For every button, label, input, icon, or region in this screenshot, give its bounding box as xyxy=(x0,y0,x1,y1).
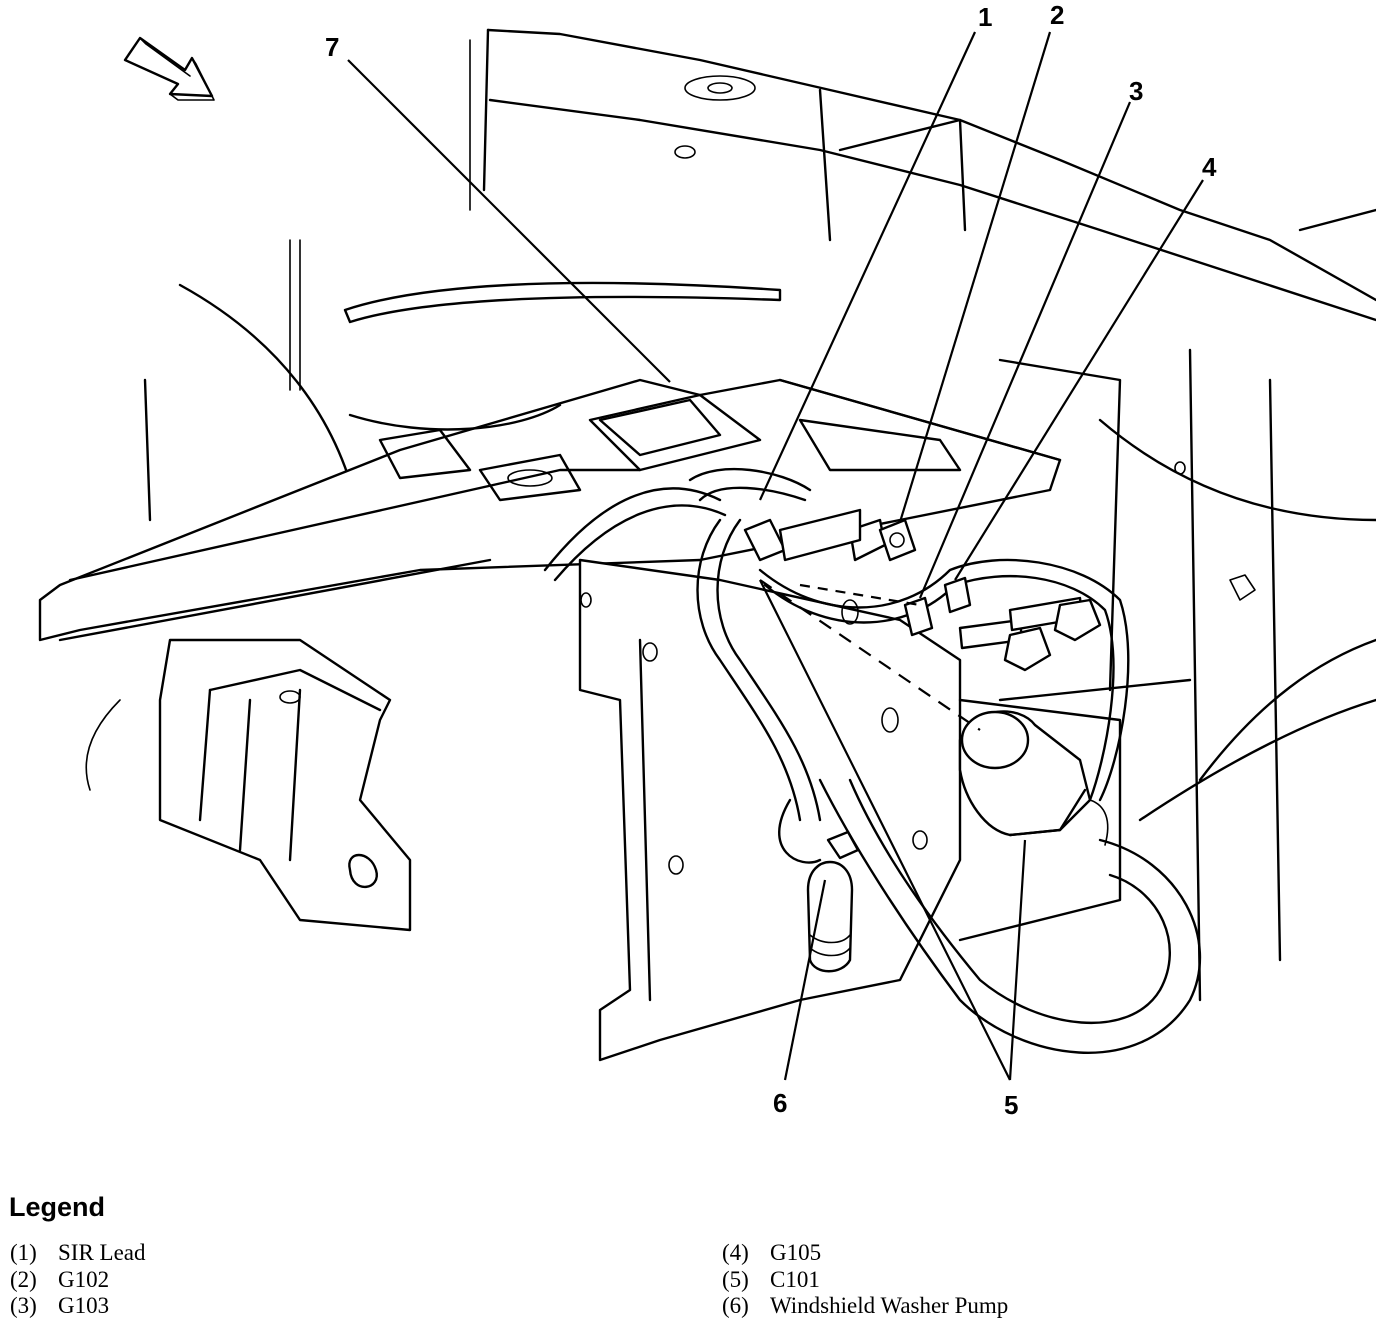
callout-1: 1 xyxy=(978,2,992,32)
callout-2: 2 xyxy=(1050,0,1064,30)
legend-item-5: (5) C101 xyxy=(722,1267,1008,1294)
c101-connector xyxy=(958,710,1109,846)
legend-item-4: (4) G105 xyxy=(722,1240,1008,1267)
legend-item-label: Windshield Washer Pump xyxy=(770,1293,1009,1318)
legend-item-number: (2) xyxy=(10,1266,37,1292)
radiator-support-beam xyxy=(38,378,1062,642)
legend-item-6: (6) Windshield Washer Pump xyxy=(722,1293,1008,1320)
windshield-washer-pump xyxy=(806,830,860,973)
leader-lines xyxy=(347,31,1204,1081)
legend-item-number: (5) xyxy=(722,1266,749,1292)
legend-item-number: (3) xyxy=(10,1293,37,1318)
legend-item-3: (3) G103 xyxy=(10,1293,146,1320)
legend-left-column: (1) SIR Lead (2) G102 (3) G103 xyxy=(10,1240,146,1320)
callout-4: 4 xyxy=(1202,152,1217,182)
legend-item-2: (2) G102 xyxy=(10,1267,146,1294)
legend-item-label: SIR Lead xyxy=(58,1240,146,1265)
legend-item-number: (6) xyxy=(722,1293,749,1318)
callout-6: 6 xyxy=(773,1088,787,1118)
legend-item-label: C101 xyxy=(770,1266,820,1292)
legend-item-number: (1) xyxy=(10,1240,37,1265)
vehicle-body-structure xyxy=(143,28,1376,1002)
ground-bolts xyxy=(878,518,1102,672)
callout-5: 5 xyxy=(1004,1090,1018,1120)
callout-3: 3 xyxy=(1129,76,1143,106)
legend-item-label: G103 xyxy=(58,1293,110,1318)
wiring-harness-diagram: 1 2 3 4 5 6 7 xyxy=(38,0,1376,1120)
legend-item-number: (4) xyxy=(722,1240,749,1265)
wiring-harness xyxy=(543,467,1202,1054)
legend-right-column: (4) G105 (5) C101 (6) Windshield Washer Pum… xyxy=(722,1240,1008,1320)
callout-7: 7 xyxy=(325,32,339,62)
forward-direction-arrow-icon xyxy=(123,36,215,101)
legend-title: Legend xyxy=(9,1192,106,1222)
legend-item-1: (1) SIR Lead xyxy=(10,1240,146,1267)
legend-item-label: G102 xyxy=(58,1266,110,1292)
legend-item-label: G105 xyxy=(770,1240,822,1265)
lower-mount-bracket xyxy=(85,638,412,932)
